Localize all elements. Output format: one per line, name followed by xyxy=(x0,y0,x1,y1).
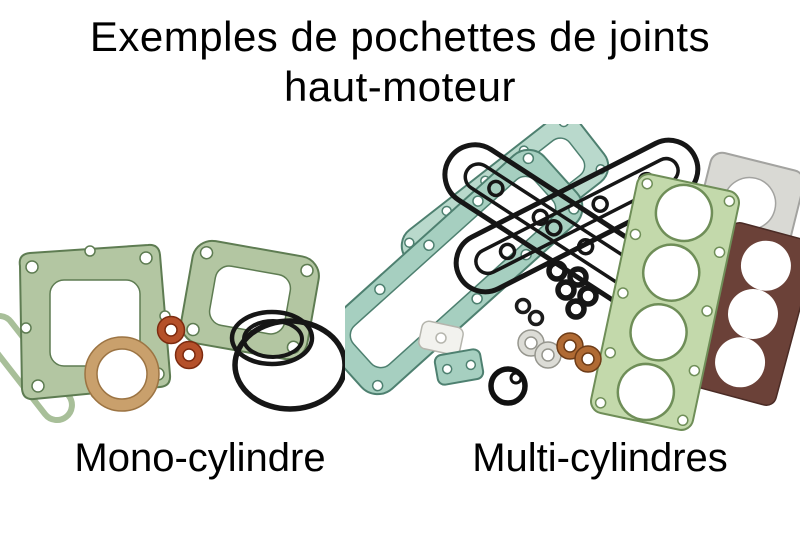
rubber-o-rings xyxy=(229,309,345,412)
cylinder-head-gasket xyxy=(180,239,320,361)
small-o-rings xyxy=(514,297,545,327)
multi-cylinder-caption: Multi-cylindres xyxy=(472,436,728,480)
crank-seal-ring xyxy=(488,366,528,406)
title-line-2: haut-moteur xyxy=(284,62,516,110)
copper-washers xyxy=(556,332,602,373)
title-line-1: Exemples de pochettes de joints xyxy=(89,13,711,60)
small-rect-gasket-white xyxy=(418,320,464,356)
four-cylinder-head-gasket xyxy=(590,173,740,431)
exhaust-gasket-ring xyxy=(84,336,160,412)
mono-cylinder-gasket-illustration xyxy=(0,239,345,424)
multi-cylinder-gasket-illustration xyxy=(345,124,800,431)
steel-washers xyxy=(517,329,562,369)
copper-sealing-washers xyxy=(156,315,204,370)
small-rect-gasket-teal xyxy=(433,348,485,386)
valve-stem-seals xyxy=(546,260,599,320)
mono-cylinder-caption: Mono-cylindre xyxy=(74,436,326,480)
